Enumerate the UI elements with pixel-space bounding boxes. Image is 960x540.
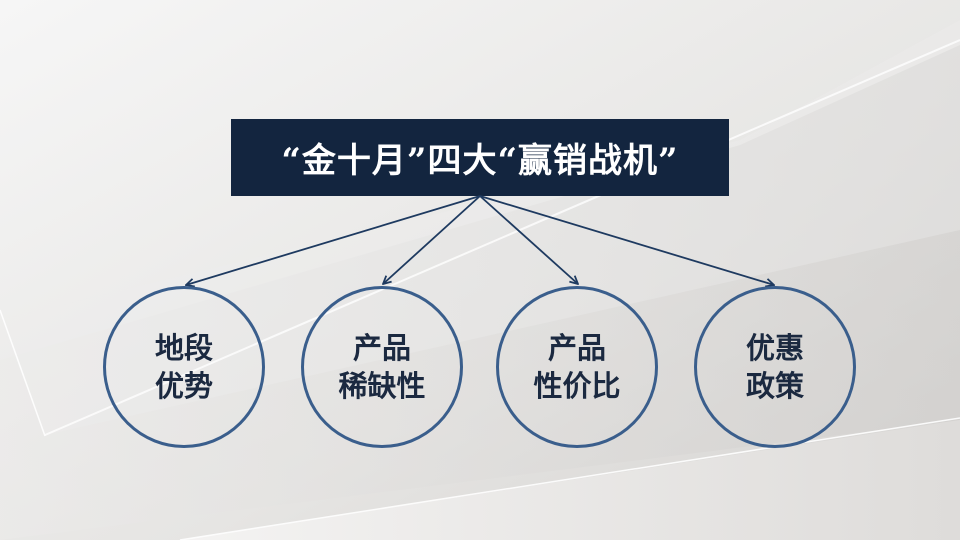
- node-label-line2: 政策: [745, 369, 804, 403]
- node-label-line1: 产品: [547, 331, 606, 365]
- node-promotion-policy: 优惠 政策: [694, 286, 856, 448]
- node-label-line2: 稀缺性: [338, 369, 426, 403]
- diagram-title: “金十月”四大“赢销战机”: [281, 141, 679, 181]
- node-label-line2: 优势: [154, 369, 213, 403]
- node-location-advantage: 地段 优势: [103, 286, 265, 448]
- node-label-line1: 优惠: [745, 331, 804, 365]
- node-product-value: 产品 性价比: [496, 286, 658, 448]
- node-label-line1: 产品: [352, 331, 411, 365]
- title-box: “金十月”四大“赢销战机”: [231, 119, 729, 196]
- node-product-scarcity: 产品 稀缺性: [301, 286, 463, 448]
- node-label-line2: 性价比: [533, 369, 621, 403]
- node-label-line1: 地段: [154, 331, 213, 365]
